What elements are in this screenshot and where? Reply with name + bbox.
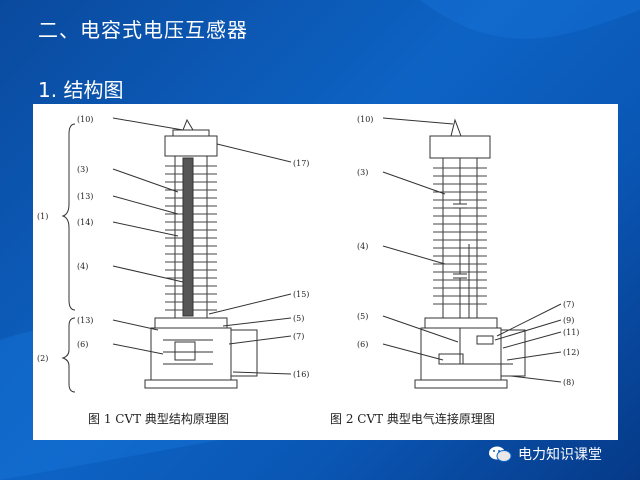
fig1-label: (14) — [77, 218, 93, 227]
watermark: 电力知识课堂 — [488, 444, 602, 464]
figure1-caption: 图 1 CVT 典型结构原理图 — [88, 412, 229, 426]
fig2-label: (3) — [357, 168, 368, 177]
fig1-label: (4) — [77, 262, 88, 271]
fig1-label: (15) — [293, 290, 309, 299]
fig1-group-label: (2) — [37, 354, 48, 363]
fig1-label: (16) — [293, 370, 309, 379]
fig2-label: (5) — [357, 312, 368, 321]
fig2-label: (9) — [563, 316, 574, 325]
fig2-label: (8) — [563, 378, 574, 387]
fig1-label: (3) — [77, 165, 88, 174]
figure2-drawing — [382, 117, 562, 389]
figure2-labels: (10) (3) (4) (5) (6) (7) (9) (11) (12) (… — [357, 115, 579, 387]
diagram-panel: (10) (3) (13) (14) (4) (13) (6) (1) (2) … — [33, 104, 618, 440]
wechat-icon — [489, 446, 512, 462]
fig1-label: (13) — [77, 192, 93, 201]
watermark-text: 电力知识课堂 — [518, 447, 602, 463]
fig1-label: (10) — [77, 115, 93, 124]
fig1-label: (7) — [293, 332, 304, 341]
figure1-drawing — [61, 117, 292, 393]
fig1-label: (6) — [77, 340, 88, 349]
fig2-label: (7) — [563, 300, 574, 309]
fig1-group-label: (1) — [37, 212, 48, 221]
fig2-label: (4) — [357, 242, 368, 251]
slide-title: 二、电容式电压互感器 — [38, 18, 248, 42]
fig2-label: (6) — [357, 340, 368, 349]
figure1-labels: (10) (3) (13) (14) (4) (13) (6) (1) (2) … — [37, 115, 309, 379]
fig2-label: (11) — [563, 328, 579, 337]
cvt-diagrams: (10) (3) (13) (14) (4) (13) (6) (1) (2) … — [37, 115, 579, 393]
fig1-label: (17) — [293, 159, 309, 168]
fig2-label: (10) — [357, 115, 373, 124]
slide-subtitle: 1. 结构图 — [38, 78, 124, 102]
figure2-caption: 图 2 CVT 典型电气连接原理图 — [330, 412, 495, 426]
fig1-label: (13) — [77, 316, 93, 325]
fig2-label: (12) — [563, 348, 579, 357]
fig1-label: (5) — [293, 314, 304, 323]
